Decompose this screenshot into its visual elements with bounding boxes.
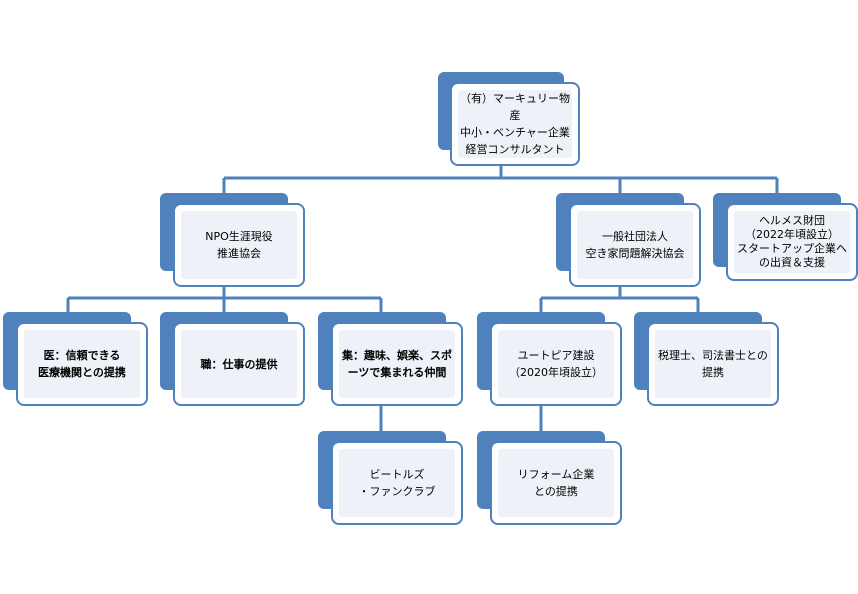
node-hermes-foundation: ヘルメス財団 （2022年頃設立） スタートアップ企業への出資＆支援 (713, 193, 858, 281)
node-root-mercury-bussan: （有）マーキュリー物産 中小・ベンチャー企業 経営コンサルタント (438, 72, 580, 168)
node-label: 集：趣味、娯楽、スポーツで集まれる仲間 (342, 349, 452, 379)
node-label: ヘルメス財団 （2022年頃設立） スタートアップ企業への出資＆支援 (737, 214, 847, 269)
node-label: 税理士、司法書士との提携 (658, 349, 768, 379)
node-label: NPO生涯現役 推進協会 (205, 230, 273, 260)
node-reform-partnership: リフォーム企業 との提携 (477, 431, 623, 527)
node-label: 一般社団法人 空き家問題解決協会 (585, 230, 685, 260)
node-beatles-fanclub: ビートルズ ・ファンクラブ (318, 431, 464, 527)
node-social-gathering: 集：趣味、娯楽、スポーツで集まれる仲間 (318, 312, 464, 408)
node-label: ビートルズ ・ファンクラブ (358, 468, 436, 498)
node-label: 医：信頼できる 医療機関との提携 (38, 349, 126, 379)
node-label: 職：仕事の提供 (200, 357, 278, 371)
node-vacant-house-association: 一般社団法人 空き家問題解決協会 (556, 193, 702, 289)
node-label: ユートピア建設 （2020年頃設立） (509, 349, 603, 379)
node-label: （有）マーキュリー物産 中小・ベンチャー企業 経営コンサルタント (460, 92, 570, 156)
node-utopia-construction: ユートピア建設 （2020年頃設立） (477, 312, 623, 408)
node-tax-legal-partnership: 税理士、司法書士との提携 (634, 312, 780, 408)
node-medical-partnership: 医：信頼できる 医療機関との提携 (3, 312, 149, 408)
node-job-provision: 職：仕事の提供 (160, 312, 306, 408)
node-label: リフォーム企業 との提携 (517, 468, 595, 498)
node-npo-lifelong-active: NPO生涯現役 推進協会 (160, 193, 306, 289)
